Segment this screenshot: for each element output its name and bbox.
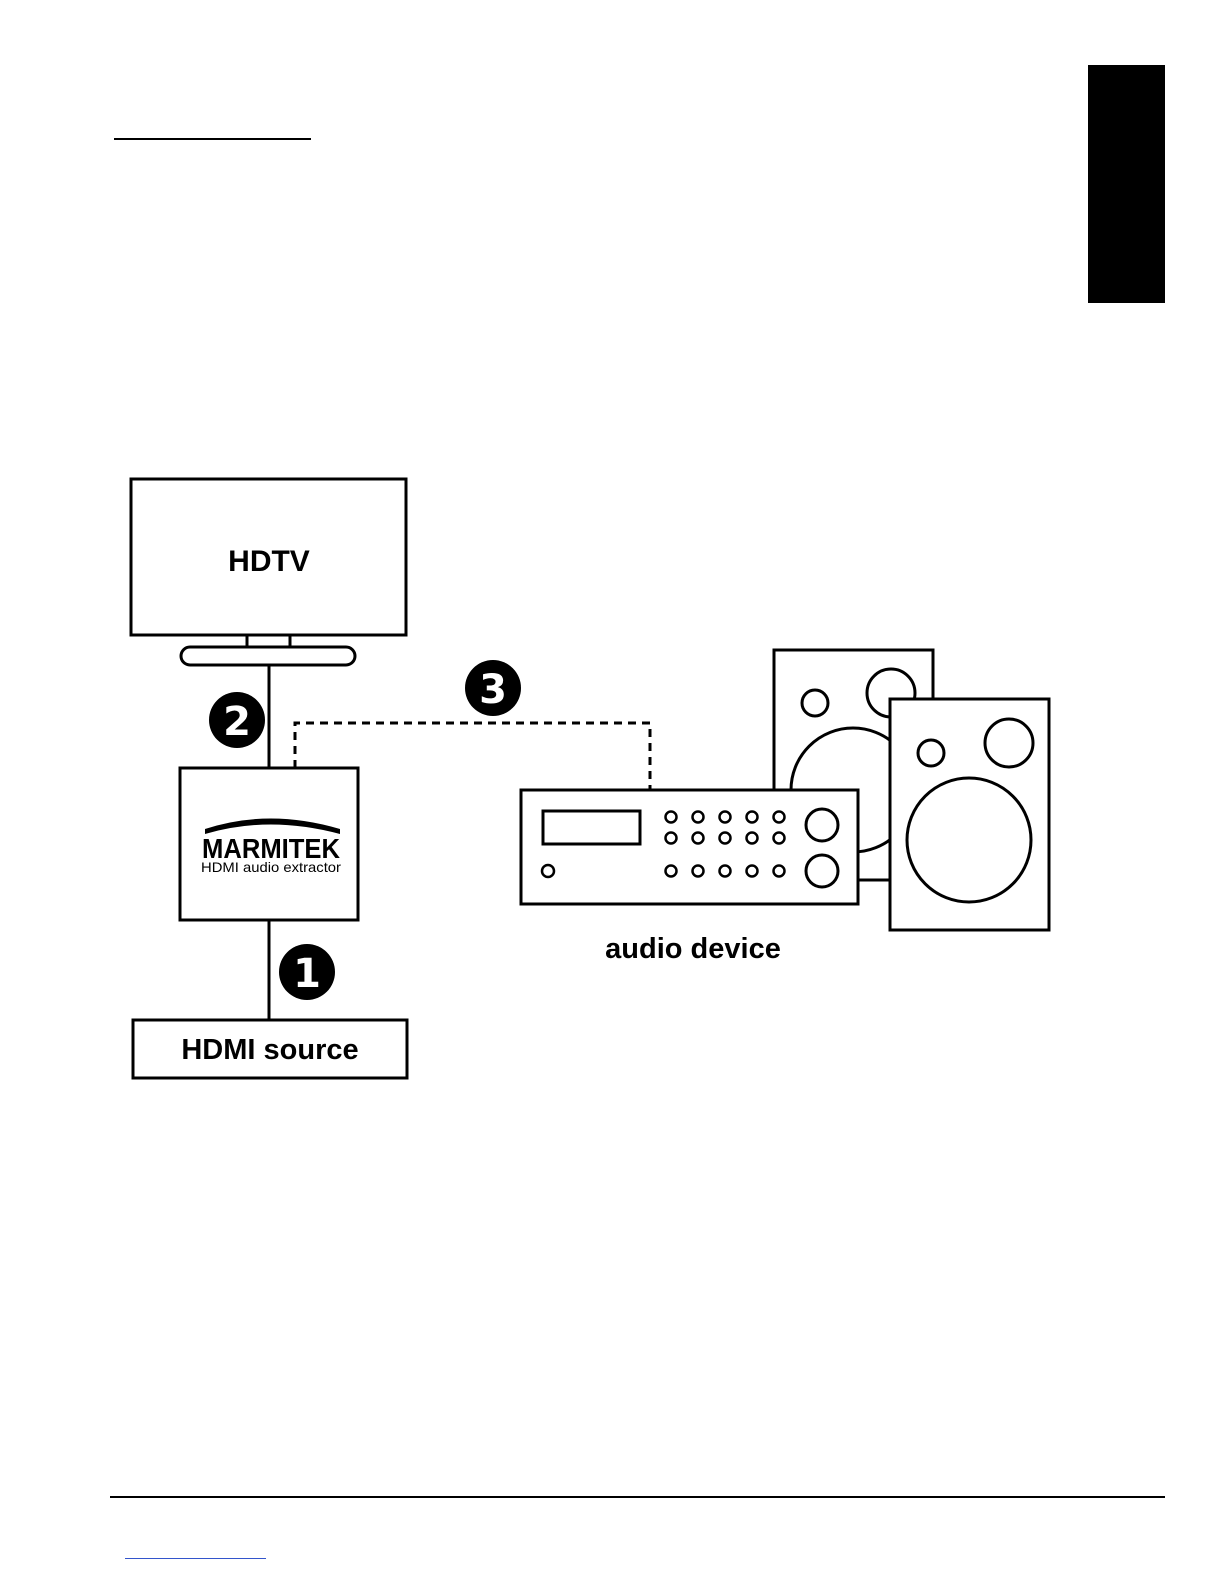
hdmi-source: HDMI source (133, 1020, 407, 1078)
footer-rule (110, 1496, 1165, 1498)
audio-device-label: audio device (605, 933, 781, 965)
receiver-display (543, 811, 640, 844)
step-badge-2: 2 (209, 692, 265, 748)
svg-text:2: 2 (223, 699, 251, 745)
step-badge-3: 3 (465, 660, 521, 716)
svg-text:3: 3 (479, 667, 507, 713)
audio-receiver (521, 790, 858, 904)
receiver-knob-top (806, 809, 838, 841)
hdtv-label: HDTV (228, 545, 310, 578)
svg-text:1: 1 (293, 951, 321, 997)
footer-link-underline (125, 1558, 266, 1559)
step-badge-1: 1 (279, 944, 335, 1000)
speaker-front (890, 699, 1049, 930)
receiver-power-button (542, 865, 554, 877)
hdmi-audio-extractor: MARMITEK HDMI audio extractor (180, 768, 358, 920)
hdmi-source-label: HDMI source (181, 1034, 358, 1066)
receiver-knob-bottom (806, 855, 838, 887)
hdtv: HDTV (131, 479, 406, 665)
extractor-subtitle: HDMI audio extractor (201, 859, 341, 875)
